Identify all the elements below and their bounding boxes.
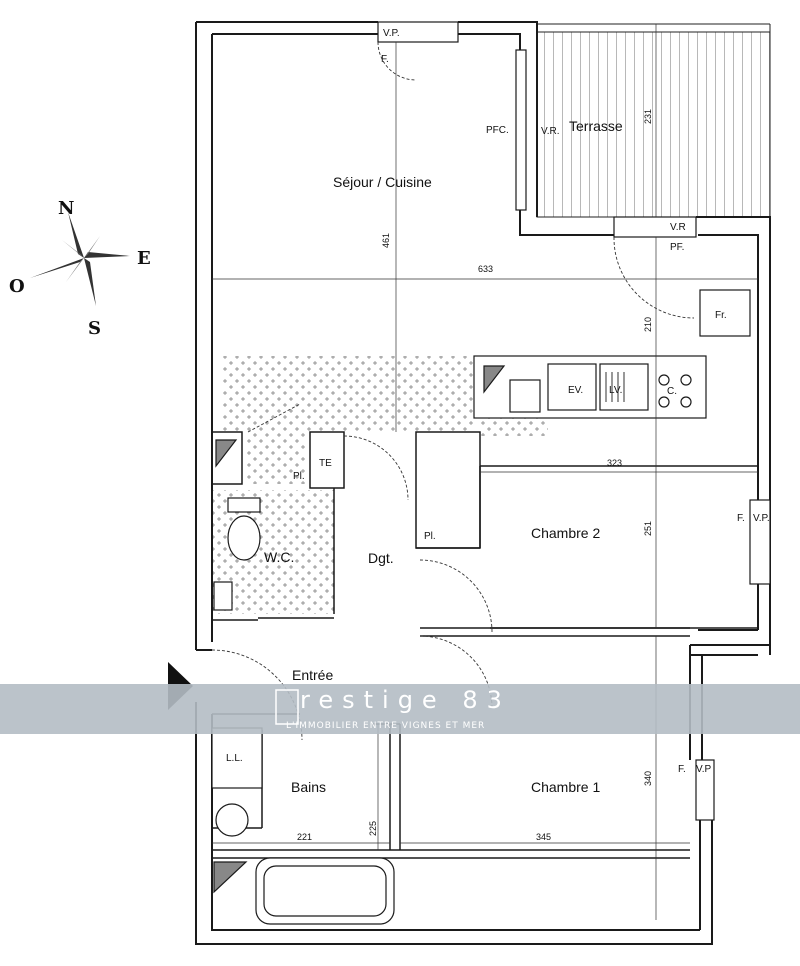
- room-chambre2: Chambre 2: [531, 525, 600, 541]
- dim-210: 210: [643, 317, 653, 332]
- label-vr-terrace: V.R.: [541, 126, 560, 137]
- label-ll: L.L.: [226, 753, 243, 764]
- label-te: TE: [319, 458, 332, 469]
- label-fr: Fr.: [715, 310, 727, 321]
- label-vr-pf: V.R: [670, 222, 686, 233]
- label-pf: PF.: [670, 242, 684, 253]
- bath-fixtures: [211, 727, 395, 925]
- dim-323: 323: [607, 458, 622, 468]
- label-pl-wc: Pl.: [293, 471, 305, 482]
- label-f-ch1: F.: [678, 764, 686, 775]
- room-sejour: Séjour / Cuisine: [333, 174, 432, 190]
- compass-n: N: [58, 198, 74, 219]
- label-ev: EV.: [568, 385, 583, 396]
- dim-345: 345: [536, 832, 551, 842]
- dim-231: 231: [643, 109, 653, 124]
- watermark-subtitle: L'IMMOBILIER ENTRE VIGNES ET MER: [286, 721, 485, 731]
- label-f-top: F.: [381, 54, 389, 65]
- dim-221: 221: [297, 832, 312, 842]
- room-chambre1: Chambre 1: [531, 779, 600, 795]
- watermark-title: restige 83: [300, 686, 511, 714]
- label-pfc: PFC.: [486, 125, 509, 136]
- exterior-walls: [195, 21, 771, 945]
- dim-225: 225: [368, 821, 378, 836]
- wc-fixtures: [213, 439, 261, 611]
- label-vp-ch1: V.P: [696, 764, 712, 775]
- compass-o: O: [9, 276, 25, 297]
- room-entree: Entrée: [292, 667, 333, 683]
- dim-633: 633: [478, 264, 493, 274]
- dim-251: 251: [643, 521, 653, 536]
- watermark: restige 83 L'IMMOBILIER ENTRE VIGNES ET …: [0, 684, 800, 734]
- room-dgt: Dgt.: [368, 550, 394, 566]
- label-pl-dgt: Pl.: [424, 531, 436, 542]
- terrace-deck: [536, 23, 771, 218]
- label-vp-top: V.P.: [383, 28, 400, 39]
- compass-e: E: [137, 248, 151, 269]
- room-terrasse: Terrasse: [569, 118, 623, 134]
- label-c: C.: [667, 386, 677, 397]
- windows: [377, 21, 771, 821]
- dim-340: 340: [643, 771, 653, 786]
- compass-s: S: [88, 318, 101, 339]
- compass-icon: [30, 212, 130, 306]
- label-lv: LV.: [609, 385, 622, 396]
- dimension-lines: [212, 24, 758, 920]
- label-f-ch2: F.: [737, 513, 745, 524]
- dim-461: 461: [381, 233, 391, 248]
- room-wc: W.C.: [264, 549, 294, 565]
- door-swings: [211, 41, 695, 741]
- kitchen-counter: [473, 289, 751, 419]
- label-vp-ch2: V.P.: [753, 513, 770, 524]
- room-bains: Bains: [291, 779, 326, 795]
